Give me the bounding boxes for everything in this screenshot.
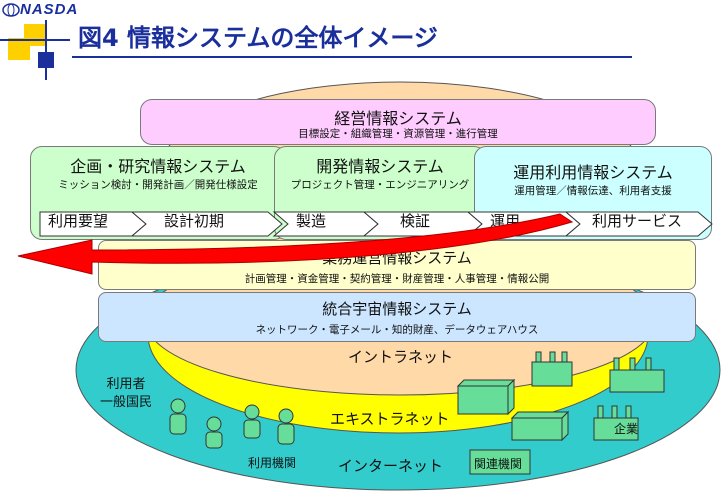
internet-label: インターネット [338,457,444,475]
operations-system-subtitle: 運用管理／情報伝達、利用者支援 [514,185,672,197]
intranet-label: イントラネット [348,348,454,366]
user-people-icons [169,398,295,449]
nasda-logo: NASDA [20,1,79,18]
development-system-subtitle: プロジェクト管理・エンジニアリング [290,179,470,191]
management-system-box: 経営情報システム 目標設定・組織管理・資源管理・進行管理 [140,99,656,145]
stage-manufacturing: 製造 [296,212,327,230]
stage-user-service: 利用サービス [592,212,683,230]
user-institutions-label: 利用機関 [248,456,297,470]
users-label: 利用者 一般国民 [100,377,153,410]
planning-system-subtitle: ミッション検討・開発計画／開発仕様設定 [58,179,258,191]
title-underline [72,56,632,58]
integrated-system-subtitle: ネットワーク・電子メール・知的財産、データウェアハウス [255,324,539,336]
business-system-subtitle: 計画管理・資金管理・契約管理・財産管理・人事管理・情報公開 [244,273,550,285]
management-system-subtitle: 目標設定・組織管理・資源管理・進行管理 [298,128,498,140]
management-system-title: 経営情報システム [334,109,462,128]
stage-initial-design: 設計初期 [164,212,225,230]
nasda-logo-icon [2,3,20,17]
business-system-box: 業務運営情報システム 計画管理・資金管理・契約管理・財産管理・人事管理・情報公開 [98,240,696,290]
stage-verification: 検証 [400,212,431,230]
header-decoration [0,20,70,80]
integrated-system-box: 統合宇宙情報システム ネットワーク・電子メール・知的財産、データウェアハウス [98,292,696,342]
stage-request: 利用要望 [48,212,109,230]
integrated-system-title: 統合宇宙情報システム [322,300,472,318]
operations-system-title: 運用利用情報システム [513,163,673,182]
title-bar: NASDA 図4 情報システムの全体イメージ [0,0,725,80]
development-system-title: 開発情報システム [316,157,444,176]
companies-label: 企業 [614,422,639,436]
planning-system-title: 企画・研究情報システム [70,157,246,176]
related-institutions-label: 関連機関 [474,457,523,471]
extranet-label: エキストラネット [330,410,450,428]
page-title: 図4 情報システムの全体イメージ [78,24,438,52]
